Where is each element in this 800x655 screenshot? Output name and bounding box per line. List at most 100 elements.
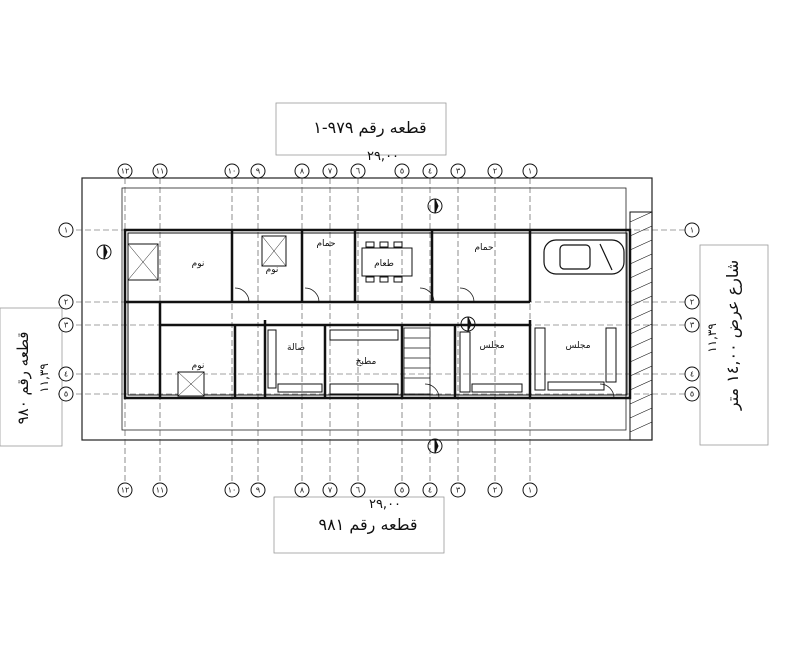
- axis-bottom-label: ٥: [400, 486, 404, 495]
- axis-bottom-bubble: [350, 482, 366, 498]
- axis-bottom-label: ٨: [300, 486, 305, 495]
- axis-bottom-label: ١: [528, 486, 532, 495]
- axis-top-label: ٧: [328, 167, 333, 176]
- axis-left-bubble: [58, 386, 74, 402]
- axis-left-label: ١: [64, 226, 68, 235]
- bed-furniture: [127, 235, 287, 397]
- kitchen-counter: [329, 329, 399, 395]
- axis-left-bubble: [58, 222, 74, 238]
- axis-top-bubble: [450, 163, 466, 179]
- axis-top-bubble: [487, 163, 503, 179]
- top-plot-title: قطعه رقم ٩٧٩-١: [313, 118, 426, 138]
- axis-bubbles-top: ١٢ ١١ ١٠ ٩ ٨ ٧ ٦ ٥ ٤ ٣ ٢ ١: [117, 163, 538, 179]
- axis-bottom-bubble: [250, 482, 266, 498]
- axis-top-label: ٨: [300, 167, 305, 176]
- axis-left-bubble: [58, 366, 74, 382]
- axis-left-bubble: [58, 317, 74, 333]
- right-dimension: ١١,٣٩: [705, 323, 719, 353]
- axis-bottom-label: ٢: [493, 486, 497, 495]
- axis-right-label: ٣: [690, 321, 695, 330]
- car-icon: [543, 239, 625, 275]
- axis-bottom-bubble: [487, 482, 503, 498]
- axis-bottom-label: ٣: [456, 486, 461, 495]
- bottom-dimension: ٢٩,٠٠: [369, 497, 401, 512]
- axis-left-label: ٣: [64, 321, 69, 330]
- axis-bottom-bubble: [450, 482, 466, 498]
- boundary-wall-hatch: [629, 211, 653, 441]
- left-plot-title: قطعه رقم ٩٨٠: [14, 332, 32, 425]
- axis-bottom-label: ٩: [256, 486, 260, 495]
- axis-top-bubble: [250, 163, 266, 179]
- room-label-dining: طعام: [374, 259, 394, 269]
- room-label-hall: صالة: [287, 343, 305, 353]
- axis-left-label: ٥: [64, 390, 68, 399]
- axis-bottom-bubble: [294, 482, 310, 498]
- room-label-bedroom-3: نوم: [192, 361, 205, 371]
- room-label-majlis-1: مجلس: [479, 341, 504, 351]
- axis-bottom-bubble: [322, 482, 338, 498]
- top-dimension: ٢٩,٠٠: [367, 149, 399, 164]
- room-label-bedroom-1: نوم: [192, 259, 205, 269]
- axis-top-label: ١١: [156, 167, 165, 176]
- axis-top-bubble: [522, 163, 538, 179]
- left-dimension: ١١,٣٩: [37, 363, 51, 393]
- axis-top-label: ٢: [493, 167, 497, 176]
- axis-top-label: ١٢: [121, 167, 130, 176]
- room-label-bedroom-2: نوم: [266, 265, 279, 275]
- room-label-bath: حمام: [316, 239, 335, 249]
- room-label-wc: حمام: [474, 243, 493, 253]
- north-arrow-icon: [96, 198, 476, 454]
- axis-right-label: ٢: [690, 298, 694, 307]
- axis-top-label: ٩: [256, 167, 260, 176]
- axis-top-label: ٥: [400, 167, 404, 176]
- axis-bottom-bubble: [117, 482, 133, 498]
- axis-bottom-bubble: [522, 482, 538, 498]
- axis-top-bubble: [322, 163, 338, 179]
- site-boundary-inner: [121, 187, 627, 431]
- dining-table: [361, 241, 413, 283]
- axis-bottom-label: ٧: [328, 486, 333, 495]
- axis-right-bubble: [684, 366, 700, 382]
- staircase: [403, 327, 431, 395]
- axis-top-bubble: [152, 163, 168, 179]
- axis-bottom-label: ١٠: [228, 486, 237, 495]
- axis-bottom-bubble: [224, 482, 240, 498]
- axis-bottom-bubble: [394, 482, 410, 498]
- axis-top-label: ١: [528, 167, 532, 176]
- bottom-plot-title: قطعه رقم ٩٨١: [318, 515, 417, 535]
- axis-top-bubble: [294, 163, 310, 179]
- site-boundary: [81, 177, 653, 441]
- axis-top-bubble: [350, 163, 366, 179]
- axis-bottom-bubble: [422, 482, 438, 498]
- axis-right-label: ٤: [690, 370, 694, 379]
- hall-sofa: [267, 329, 323, 393]
- room-label-kitchen: مطبخ: [356, 357, 377, 367]
- axis-left-label: ٢: [64, 298, 68, 307]
- axis-bottom-bubble: [152, 482, 168, 498]
- majlis-seating: [459, 327, 617, 393]
- axis-right-label: ٥: [690, 390, 694, 399]
- axis-left-label: ٤: [64, 370, 68, 379]
- top-title-box: [275, 102, 447, 156]
- axis-top-bubble: [394, 163, 410, 179]
- axis-right-bubble: [684, 294, 700, 310]
- axis-top-label: ١٠: [228, 167, 237, 176]
- door-swings: [234, 287, 615, 399]
- axis-bottom-label: ١٢: [121, 486, 130, 495]
- axis-top-bubble: [422, 163, 438, 179]
- axis-bottom-label: ٦: [356, 486, 360, 495]
- axis-top-bubble: [224, 163, 240, 179]
- axis-top-bubble: [117, 163, 133, 179]
- axis-bubbles-left: ١ ٢ ٣ ٤ ٥: [58, 222, 74, 402]
- axis-bottom-label: ١١: [156, 486, 165, 495]
- axis-right-bubble: [684, 386, 700, 402]
- axis-top-label: ٦: [356, 167, 360, 176]
- axis-top-label: ٣: [456, 167, 461, 176]
- axis-right-bubble: [684, 317, 700, 333]
- axis-top-label: ٤: [428, 167, 432, 176]
- right-title-box: [699, 244, 769, 446]
- building-outline-double: [127, 232, 628, 396]
